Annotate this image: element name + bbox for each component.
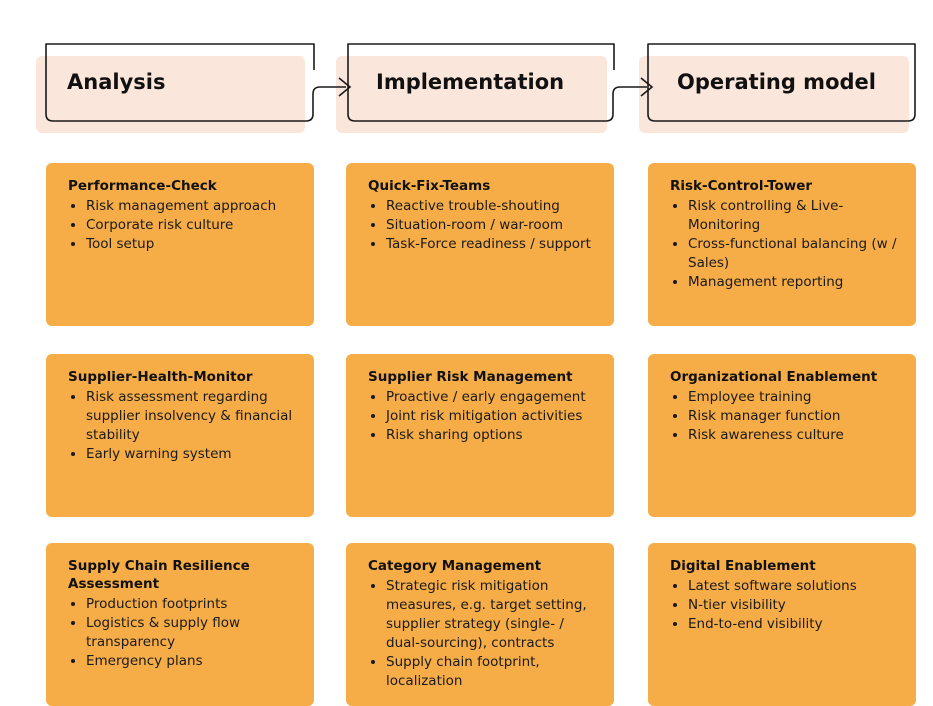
- connector-implementation-to-operating-model: [347, 86, 647, 122]
- arrow-head-icon: [338, 77, 352, 97]
- card-bullet-item: Reactive trouble-shouting: [386, 197, 602, 216]
- card-bullet-item: Emergency plans: [86, 652, 302, 671]
- card-bullet-list: Proactive / early engagementJoint risk m…: [368, 388, 602, 445]
- card-bullet-item: Employee training: [688, 388, 904, 407]
- card-title: Digital Enablement: [670, 558, 816, 574]
- card-title: Organizational Enablement: [670, 369, 878, 385]
- card-bullet-list: Latest software solutionsN-tier visibili…: [670, 577, 904, 634]
- card-bullet-item: Risk manager function: [688, 407, 904, 426]
- card: Supply Chain Resilience AssessmentProduc…: [46, 543, 314, 706]
- card-bullet-list: Employee trainingRisk manager functionRi…: [670, 388, 904, 445]
- card-bullet-item: Risk assessment regarding supplier insol…: [86, 388, 302, 445]
- card-bullet-list: Risk assessment regarding supplier insol…: [68, 388, 302, 464]
- card-title: Supplier Risk Management: [368, 369, 573, 385]
- card-title: Supply Chain Resilience Assessment: [68, 558, 250, 592]
- phase-operating-model-background: [639, 56, 909, 133]
- card: Organizational EnablementEmployee traini…: [648, 354, 916, 517]
- card: Risk-Control-TowerRisk controlling & Liv…: [648, 163, 916, 326]
- phase-operating-model-outline: [647, 43, 916, 122]
- card-bullet-item: Cross-functional balancing (w / Sales): [688, 235, 904, 273]
- card-bullet-item: Supply chain footprint, localization: [386, 653, 602, 691]
- card-bullet-item: Risk controlling & Live-Monitoring: [688, 197, 904, 235]
- card-title: Category Management: [368, 558, 542, 574]
- card-bullet-item: Task-Force readiness / support: [386, 235, 602, 254]
- card-bullet-item: Risk management approach: [86, 197, 302, 216]
- card-bullet-item: N-tier visibility: [688, 596, 904, 615]
- phase-title-analysis: Analysis: [67, 70, 166, 94]
- card-title: Performance-Check: [68, 178, 217, 194]
- phase-analysis-background: [36, 56, 305, 133]
- card-bullet-item: Corporate risk culture: [86, 216, 302, 235]
- card-bullet-list: Strategic risk mitigation measures, e.g.…: [368, 577, 602, 691]
- card-bullet-list: Risk controlling & Live-MonitoringCross-…: [670, 197, 904, 292]
- card-bullet-list: Production footprintsLogistics & supply …: [68, 595, 302, 671]
- card-bullet-item: Tool setup: [86, 235, 302, 254]
- card: Supplier Risk ManagementProactive / earl…: [346, 354, 614, 517]
- card: Quick-Fix-TeamsReactive trouble-shouting…: [346, 163, 614, 326]
- card-bullet-list: Reactive trouble-shoutingSituation-room …: [368, 197, 602, 254]
- card: Category ManagementStrategic risk mitiga…: [346, 543, 614, 706]
- card-bullet-item: End-to-end visibility: [688, 615, 904, 634]
- card-bullet-item: Proactive / early engagement: [386, 388, 602, 407]
- card-bullet-item: Risk awareness culture: [688, 426, 904, 445]
- card: Supplier-Health-MonitorRisk assessment r…: [46, 354, 314, 517]
- card-bullet-item: Early warning system: [86, 445, 302, 464]
- card-bullet-item: Situation-room / war-room: [386, 216, 602, 235]
- card-bullet-list: Risk management approachCorporate risk c…: [68, 197, 302, 254]
- phase-title-implementation: Implementation: [376, 70, 565, 94]
- card-bullet-item: Latest software solutions: [688, 577, 904, 596]
- arrow-head-icon: [640, 77, 654, 97]
- phase-analysis-outline: [45, 43, 315, 110]
- connector-analysis-to-implementation: [45, 86, 346, 122]
- card-title: Risk-Control-Tower: [670, 178, 813, 194]
- card-bullet-item: Logistics & supply flow transparency: [86, 614, 302, 652]
- card-bullet-item: Joint risk mitigation activities: [386, 407, 602, 426]
- card-bullet-item: Risk sharing options: [386, 426, 602, 445]
- card: Digital EnablementLatest software soluti…: [648, 543, 916, 706]
- card-title: Supplier-Health-Monitor: [68, 369, 253, 385]
- phase-title-operating-model: Operating model: [677, 70, 876, 94]
- card: Performance-CheckRisk management approac…: [46, 163, 314, 326]
- phase-implementation-outline: [347, 43, 615, 110]
- phase-implementation-background: [336, 56, 607, 133]
- card-title: Quick-Fix-Teams: [368, 178, 491, 194]
- card-bullet-item: Strategic risk mitigation measures, e.g.…: [386, 577, 602, 653]
- card-bullet-item: Management reporting: [688, 273, 904, 292]
- card-bullet-item: Production footprints: [86, 595, 302, 614]
